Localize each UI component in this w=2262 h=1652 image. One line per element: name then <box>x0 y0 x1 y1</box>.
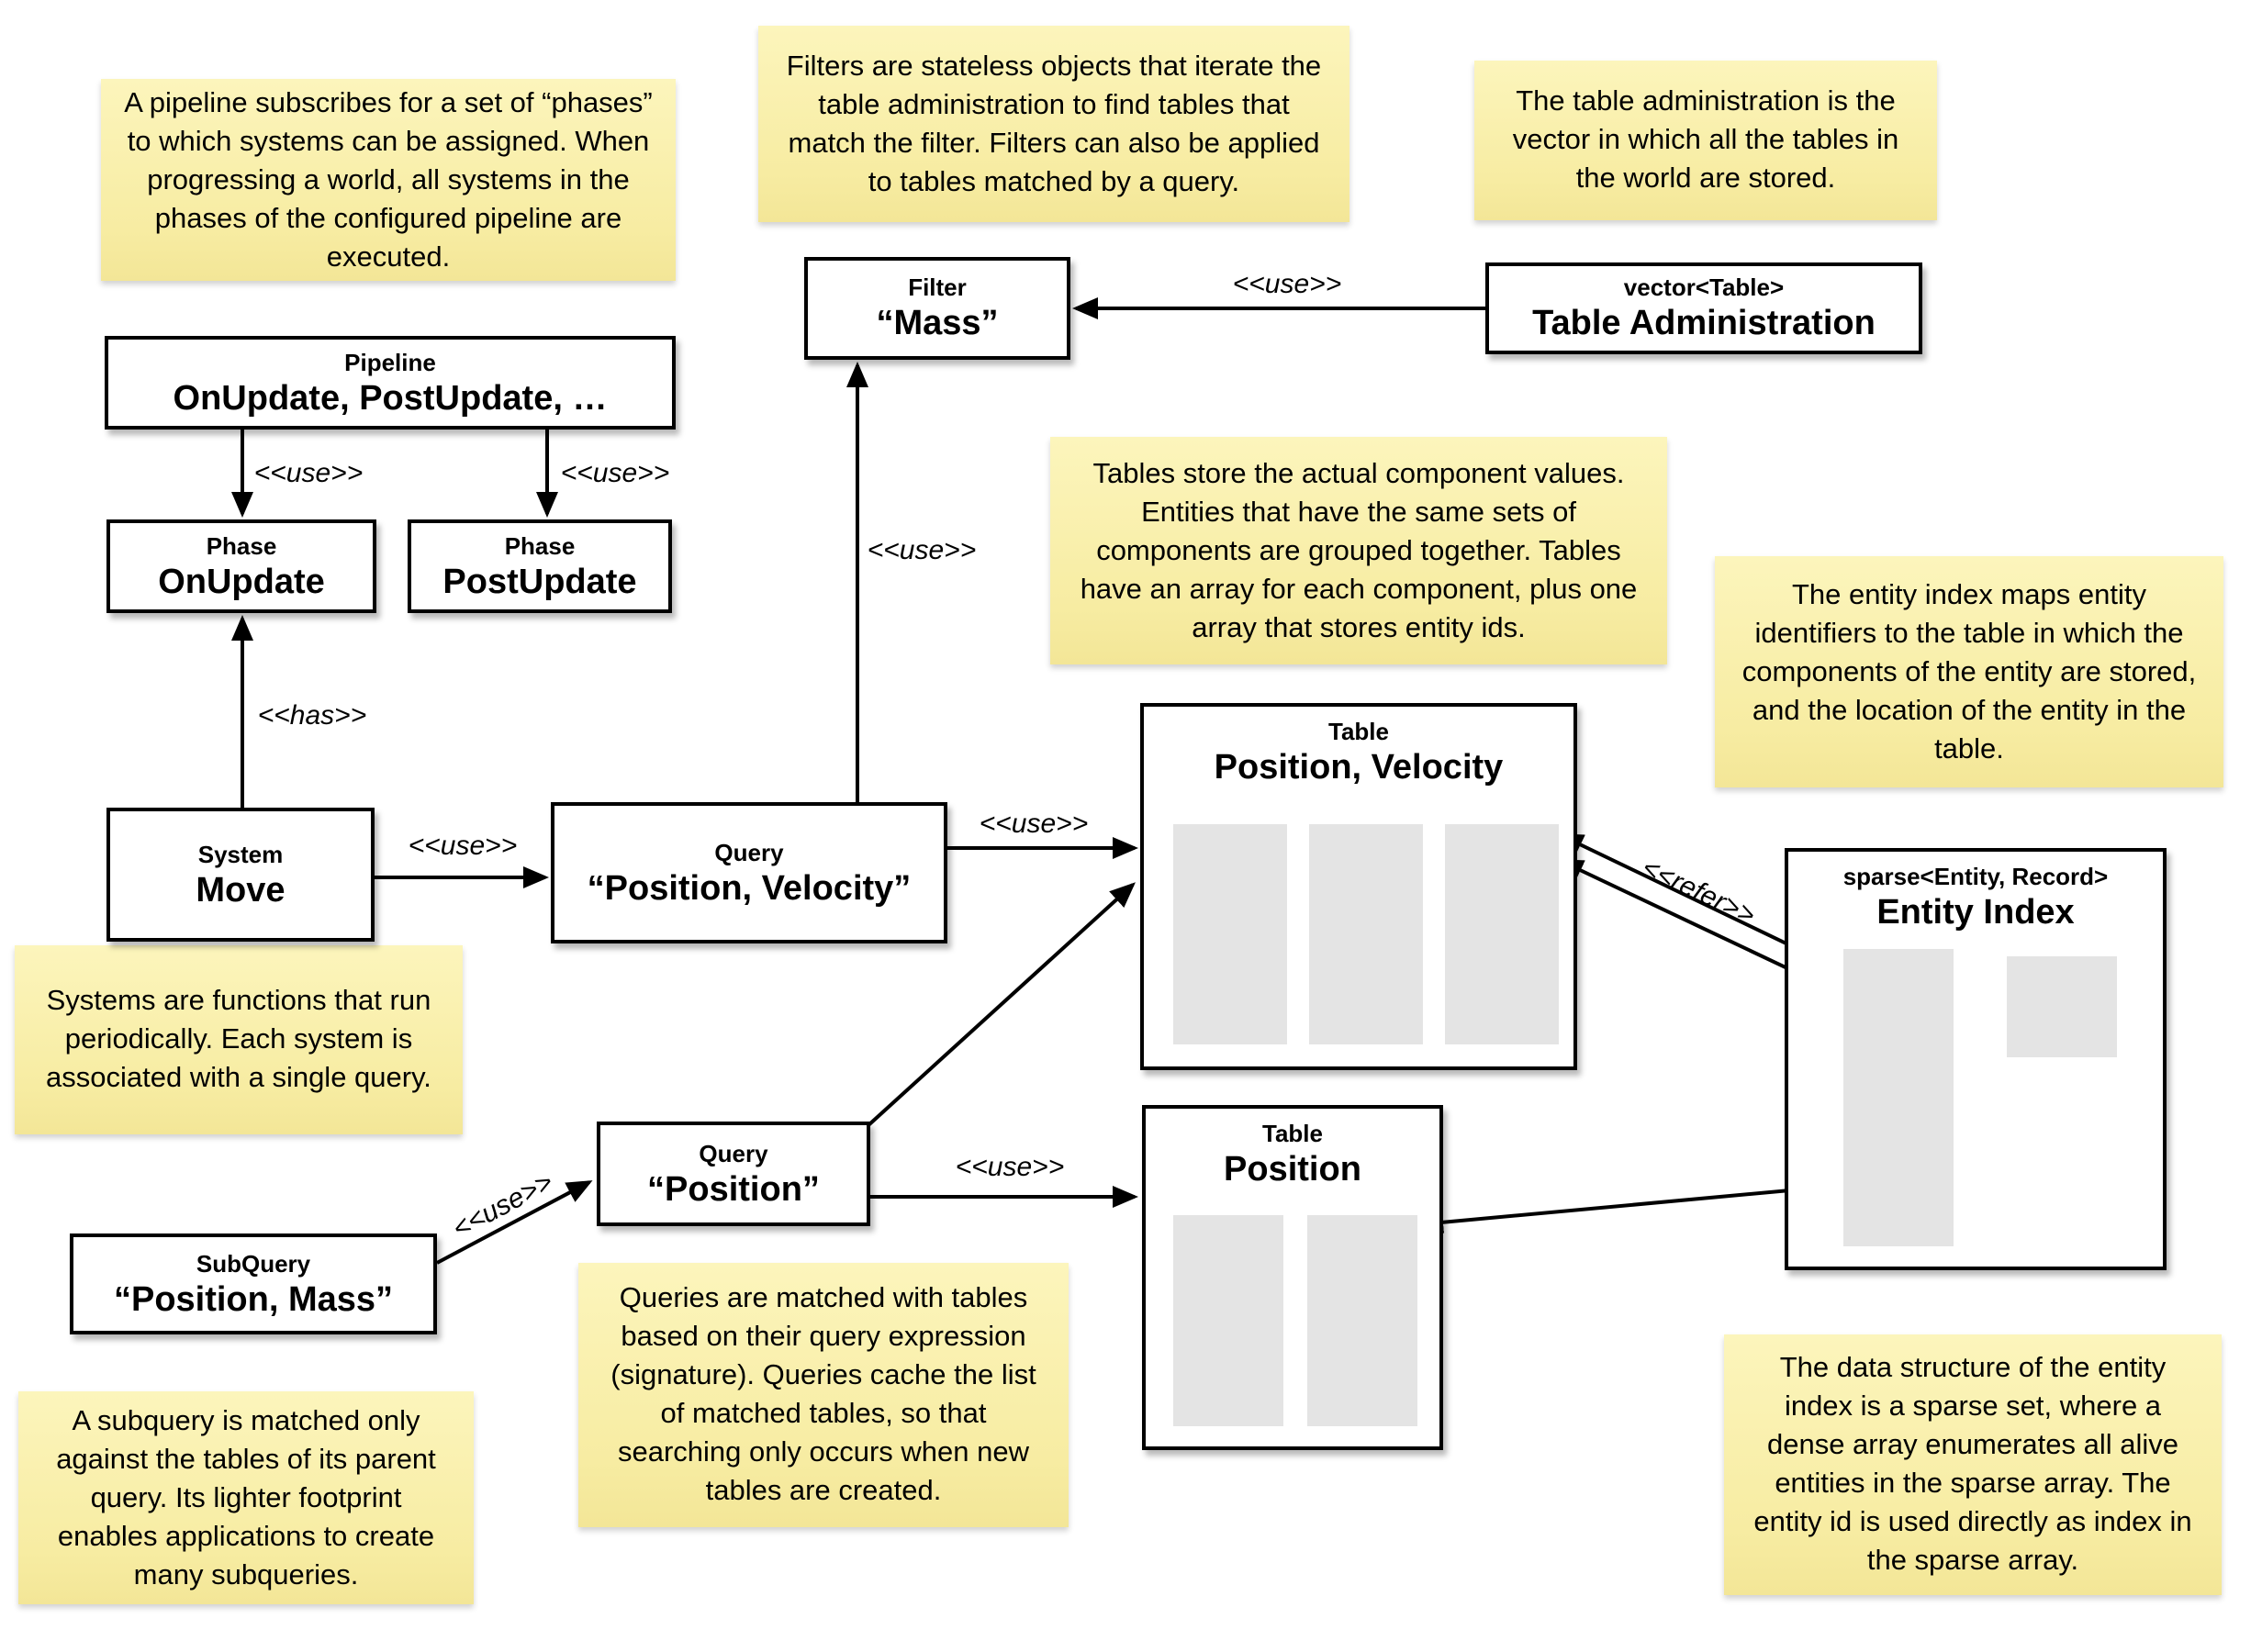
box-title: Phase <box>504 531 576 559</box>
box-phase-postupdate: Phase PostUpdate <box>408 519 672 613</box>
box-table-administration: vector<Table> Table Administration <box>1485 262 1922 354</box>
box-entity-index: sparse<Entity, Record> Entity Index <box>1785 848 2167 1270</box>
box-name: OnUpdate, PostUpdate, … <box>173 379 608 418</box>
box-title: Table <box>1262 1120 1323 1147</box>
box-title: Filter <box>908 273 967 301</box>
box-filter-mass: Filter “Mass” <box>804 257 1070 360</box>
stereotype-use-pipeline-onupdate: <<use>> <box>253 458 364 489</box>
box-name: Move <box>196 871 286 910</box>
stereotype-use-tableadmin-filter: <<use>> <box>1232 269 1342 300</box>
box-name: Position, Velocity <box>1214 749 1504 787</box>
component-array <box>1173 1215 1283 1426</box>
box-table-position: Table Position <box>1142 1105 1443 1450</box>
box-name: Table Administration <box>1532 305 1876 343</box>
box-query-position: Query “Position” <box>597 1122 870 1226</box>
note-text: Filters are stateless objects that itera… <box>786 50 1322 197</box>
box-name: “Position” <box>647 1170 820 1209</box>
arrow-entityindex-to-tablepos <box>1417 1184 1841 1233</box>
box-name: Position <box>1224 1151 1361 1189</box>
box-query-position-velocity: Query “Position, Velocity” <box>551 802 947 943</box>
note-text: The data structure of the entity index i… <box>1753 1353 2192 1577</box>
stereotype-use-pipeline-postupdate: <<use>> <box>560 458 670 489</box>
dense-array <box>2007 956 2117 1057</box>
box-name: “Position, Mass” <box>113 1280 394 1319</box>
box-title: Pipeline <box>344 348 436 375</box>
note-pipeline: A pipeline subscribes for a set of “phas… <box>101 79 676 281</box>
note-text: A subquery is matched only against the t… <box>56 1405 436 1591</box>
box-title: Table <box>1328 718 1389 745</box>
box-table-position-velocity: Table Position, Velocity <box>1140 703 1577 1070</box>
note-text: Queries are matched with tables based on… <box>610 1283 1036 1507</box>
note-queries: Queries are matched with tables based on… <box>578 1263 1069 1527</box>
stereotype-refer-entityindex-tablepv: <<refer>> <box>1637 852 1760 932</box>
note-tables: Tables store the actual component values… <box>1050 437 1667 664</box>
note-sparse-set: The data structure of the entity index i… <box>1724 1334 2222 1595</box>
note-text: The table administration is the vector i… <box>1512 86 1899 195</box>
box-title: SubQuery <box>196 1249 311 1277</box>
stereotype-use-move-querypv: <<use>> <box>408 831 518 862</box>
box-title: vector<Table> <box>1623 273 1785 301</box>
note-text: A pipeline subscribes for a set of “phas… <box>124 87 653 273</box>
component-array <box>1309 824 1423 1044</box>
box-system-move: System Move <box>106 808 375 942</box>
stereotype-has-move-onupdate: <<has>> <box>257 700 367 731</box>
component-array <box>1173 824 1287 1044</box>
box-title: System <box>197 840 284 867</box>
stereotype-use-querypos-tablepos: <<use>> <box>955 1152 1065 1183</box>
box-title: Phase <box>206 531 277 559</box>
note-table-admin: The table administration is the vector i… <box>1474 61 1937 220</box>
box-name: Entity Index <box>1876 894 2075 932</box>
note-subquery: A subquery is matched only against the t… <box>18 1391 474 1604</box>
component-array <box>1307 1215 1417 1426</box>
box-title: Query <box>714 838 784 865</box>
box-phase-onupdate: Phase OnUpdate <box>106 519 376 613</box>
box-name: “Position, Velocity” <box>587 869 912 908</box>
box-subquery: SubQuery “Position, Mass” <box>70 1233 437 1334</box>
note-filters: Filters are stateless objects that itera… <box>758 26 1349 222</box>
stereotype-use-subquery-querypos: <<use>> <box>447 1166 559 1245</box>
box-pipeline: Pipeline OnUpdate, PostUpdate, … <box>105 336 676 430</box>
note-text: The entity index maps entity identifiers… <box>1741 579 2197 765</box>
box-name: PostUpdate <box>442 563 637 601</box>
component-array <box>1445 824 1559 1044</box>
box-title: sparse<Entity, Record> <box>1842 863 2109 890</box>
stereotype-use-querypv-filter: <<use>> <box>867 535 977 566</box>
stereotype-use-querypv-tablepv: <<use>> <box>979 809 1089 840</box>
sparse-array <box>1843 949 1954 1246</box>
box-name: OnUpdate <box>158 563 325 601</box>
note-text: Tables store the actual component values… <box>1080 458 1638 643</box>
note-text: Systems are functions that run periodica… <box>46 986 431 1094</box>
box-name: “Mass” <box>876 305 999 343</box>
note-systems: Systems are functions that run periodica… <box>15 945 463 1134</box>
note-entity-index: The entity index maps entity identifiers… <box>1715 556 2223 787</box>
box-title: Query <box>699 1139 768 1166</box>
